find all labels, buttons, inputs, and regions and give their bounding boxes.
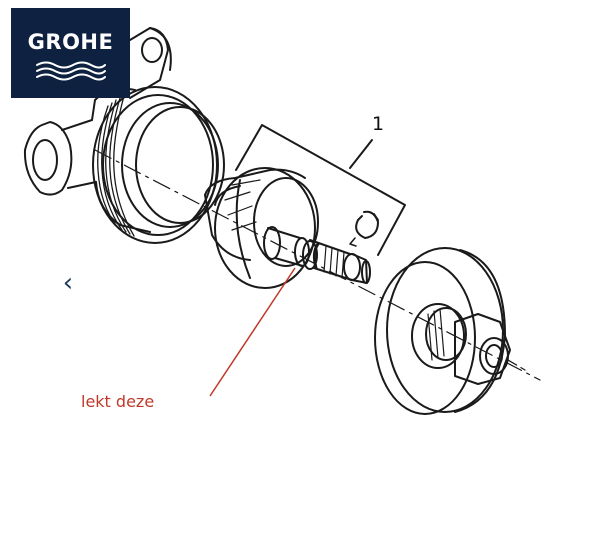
annotation-pointer-line — [209, 267, 296, 397]
cartridge — [204, 167, 371, 289]
housing-thread — [97, 95, 135, 237]
axis-line — [94, 149, 541, 381]
circlip — [355, 210, 379, 239]
rosette — [374, 247, 526, 415]
leak-annotation-label: lekt deze — [81, 392, 155, 411]
logo-waves-icon — [36, 61, 106, 81]
grohe-logo: GROHE — [11, 8, 130, 98]
part-bracket — [235, 124, 406, 256]
chevron-left-icon[interactable]: ‹ — [62, 268, 74, 298]
o-ring — [312, 242, 320, 270]
logo-wordmark: GROHE — [27, 30, 114, 54]
valve-housing — [23, 27, 225, 244]
part-number-label: 1 — [372, 113, 385, 135]
